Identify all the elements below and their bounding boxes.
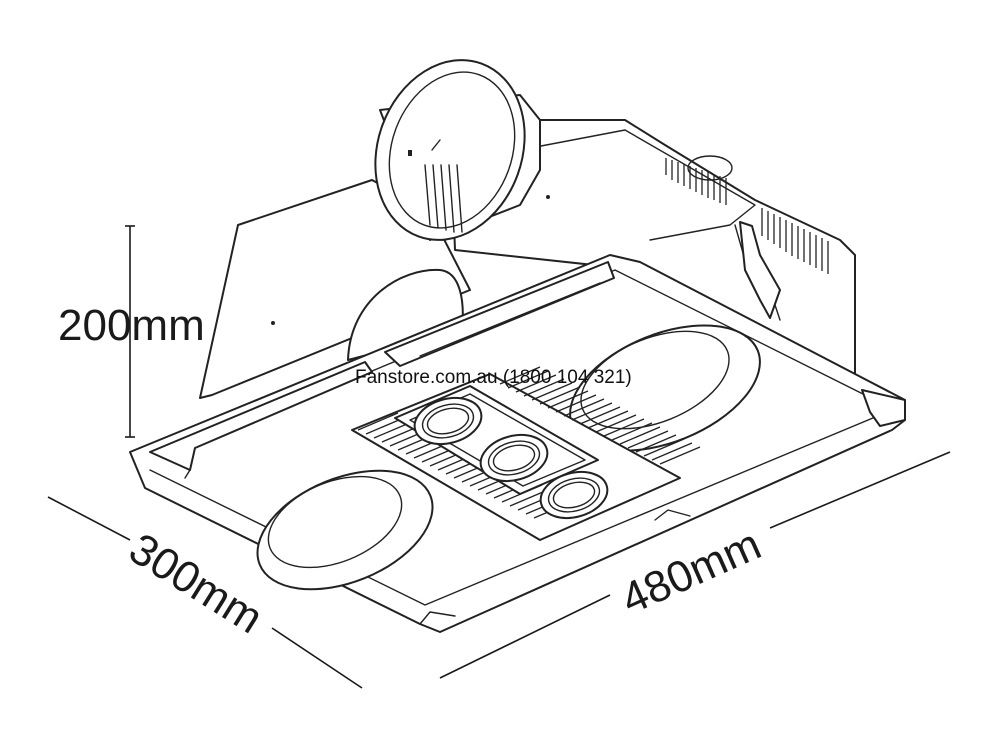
- watermark-text: Fanstore.com.au (1800 104 321): [355, 367, 632, 388]
- depth-label: 300mm: [121, 524, 271, 643]
- vent-slots-upper: [665, 158, 727, 205]
- height-dimension: 200mm: [58, 225, 205, 438]
- heat-lamp-left: [256, 469, 434, 591]
- rear-dome: [347, 268, 464, 361]
- downlight-1: [413, 396, 483, 446]
- height-label: 200mm: [58, 301, 205, 350]
- vent-slots-lower: [761, 208, 829, 274]
- downlight-3: [539, 470, 609, 520]
- grille-vent-right: [499, 366, 701, 465]
- centre-light-strip: [351, 366, 701, 541]
- downlight-2: [479, 433, 549, 483]
- fan-housing: [199, 119, 856, 399]
- duct-outlet: [374, 59, 541, 241]
